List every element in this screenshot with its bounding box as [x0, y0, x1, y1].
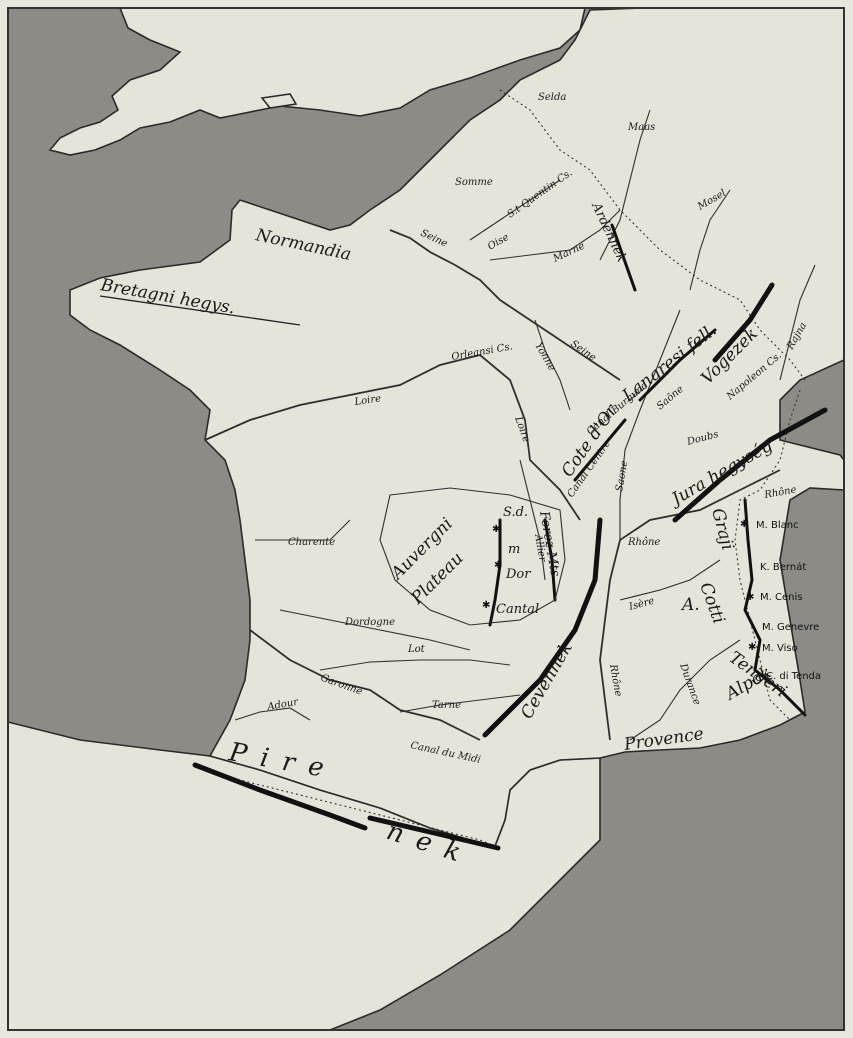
vosges-range — [712, 282, 775, 363]
peak-label-mcenis: M. Cenis — [760, 592, 802, 603]
label-saone-south: Saone — [614, 460, 630, 493]
peak-marker-dor: ✱ — [494, 560, 502, 571]
peak-label-mblanc: M. Blanc — [756, 520, 799, 531]
marne-river — [489, 209, 621, 261]
label-somme: Somme — [455, 177, 493, 188]
label-charente: Charente — [288, 537, 335, 548]
cevennes-range — [482, 517, 603, 738]
peak-marker-sd: ✱ — [492, 524, 500, 535]
mosel-river — [689, 189, 731, 291]
seine-river — [389, 229, 621, 381]
label-m: m — [508, 542, 520, 557]
ardennes-range — [610, 223, 637, 292]
dordogne-river — [279, 609, 471, 651]
peak-label-mgenevre: M. Genevre — [762, 622, 819, 633]
peak-label-cditenda: C. di Tenda — [766, 671, 821, 682]
garonne-river — [249, 629, 481, 741]
label-dor: Dor — [505, 567, 531, 582]
pyrenees-border — [199, 765, 501, 849]
map-frame — [7, 7, 845, 1031]
yonne-river — [534, 319, 571, 411]
charente-river — [255, 519, 351, 541]
label-maas: Maas — [627, 122, 655, 133]
adour-river — [234, 707, 311, 721]
pyrenees-range-west — [192, 762, 368, 831]
label-tarne: Tarne — [432, 700, 461, 711]
label-alpok-a: A. — [680, 595, 700, 615]
auvergne-plateau-outline — [379, 487, 566, 626]
loire-river — [204, 354, 581, 521]
maas-river — [599, 109, 651, 261]
auvergne-range — [488, 518, 502, 627]
tarn-river — [399, 694, 521, 713]
label-dordogne: Dordogne — [344, 617, 395, 628]
label-loire-north: Loire — [353, 393, 382, 408]
label-sd: S.d. — [503, 505, 528, 520]
lot-river — [319, 659, 511, 671]
peak-marker-cenis: ✱ — [746, 592, 754, 603]
peak-marker-viso: ✱ — [748, 642, 756, 653]
isere-river — [619, 559, 721, 601]
peak-label-kbernat: K. Bernát — [760, 561, 806, 573]
rhone-river — [599, 469, 781, 741]
label-allier: Allier — [532, 533, 548, 564]
forez-range — [543, 518, 557, 602]
jura-range — [672, 407, 828, 523]
oise-river — [469, 179, 561, 241]
label-selda: Selda — [538, 92, 566, 103]
label-cantal: Cantal — [496, 602, 539, 617]
allier-river — [519, 459, 546, 581]
peak-marker-mblanc: ✱ — [740, 519, 748, 530]
label-rhone-center: Rhône — [627, 537, 660, 548]
england-coast — [48, 7, 587, 156]
label-lot: Lot — [407, 644, 426, 655]
east-border — [734, 389, 801, 721]
alps-range — [743, 498, 807, 717]
peak-marker-cantal: ✱ — [482, 600, 490, 611]
bretagni-underline — [99, 295, 301, 326]
france-land — [69, 7, 845, 847]
cote-dor-range — [573, 418, 627, 482]
saone-river — [619, 309, 681, 540]
wight-isle — [260, 93, 298, 109]
langres-range — [638, 328, 717, 402]
rhine-river — [779, 264, 816, 381]
peak-label-mviso: M. Viso — [762, 643, 798, 654]
pyrenees-range-east — [367, 815, 501, 851]
durance-river — [629, 639, 741, 741]
